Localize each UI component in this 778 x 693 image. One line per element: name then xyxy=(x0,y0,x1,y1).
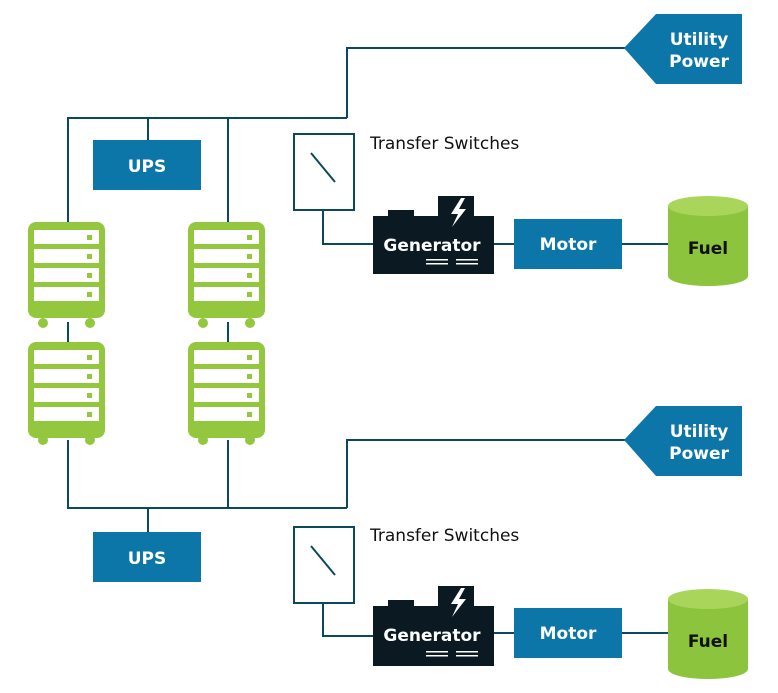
server-rack-icon xyxy=(188,222,265,328)
fuel-label: Fuel xyxy=(688,239,728,259)
bottom-utility-power: Utility Power xyxy=(624,406,742,476)
server-rack-icon xyxy=(28,342,105,445)
ups-label: UPS xyxy=(128,157,167,177)
motor-label: Motor xyxy=(540,235,597,255)
utility-label-line2: Power xyxy=(669,52,729,72)
generator-icon xyxy=(373,586,494,666)
top-generator: Generator xyxy=(373,196,494,274)
fuel-label: Fuel xyxy=(688,632,728,652)
bottom-bus-line xyxy=(67,440,347,509)
lightning-bolt-icon xyxy=(451,198,466,227)
fuel-tank-icon xyxy=(668,589,748,679)
bottom-generator: Generator xyxy=(373,586,494,666)
generator-label: Generator xyxy=(383,626,481,646)
ups-box xyxy=(93,140,201,190)
top-utility-power: Utility Power xyxy=(624,14,742,84)
bottom-fuel: Fuel xyxy=(668,589,748,679)
motor-label: Motor xyxy=(540,624,597,644)
transfer-switch-icon xyxy=(293,133,355,211)
top-fuel: Fuel xyxy=(668,196,748,286)
connection-lines xyxy=(67,47,668,637)
top-motor: Motor xyxy=(514,219,622,269)
bottom-motor: Motor xyxy=(514,608,622,658)
utility-label-line1: Utility xyxy=(670,30,729,50)
motor-box xyxy=(514,608,622,658)
bottom-utility-line xyxy=(346,439,625,508)
utility-power-arrow-icon xyxy=(624,14,742,84)
bottom-switch-to-generator xyxy=(322,603,373,637)
ups-label: UPS xyxy=(128,549,167,569)
lightning-bolt-icon xyxy=(451,588,466,617)
utility-label-line1: Utility xyxy=(670,422,729,442)
server-racks xyxy=(28,222,265,445)
motor-box xyxy=(514,219,622,269)
server-rack-icon xyxy=(28,222,105,328)
generator-icon xyxy=(373,196,494,274)
transfer-switches-label: Transfer Switches xyxy=(369,134,519,154)
ups-box xyxy=(93,532,201,582)
top-switch-to-generator xyxy=(322,210,373,245)
top-ups: UPS xyxy=(93,140,201,190)
utility-power-arrow-icon xyxy=(624,406,742,476)
utility-label-line2: Power xyxy=(669,444,729,464)
transfer-switch-icon xyxy=(293,526,355,604)
server-rack-icon xyxy=(188,342,265,445)
bottom-ups: UPS xyxy=(93,532,201,582)
bottom-transfer-switch: Transfer Switches xyxy=(293,526,519,604)
top-utility-line xyxy=(346,47,625,118)
top-bus-line xyxy=(67,117,347,222)
transfer-switches-label: Transfer Switches xyxy=(369,526,519,546)
generator-label: Generator xyxy=(383,236,481,256)
fuel-tank-icon xyxy=(668,196,748,286)
top-transfer-switch: Transfer Switches xyxy=(293,133,519,211)
